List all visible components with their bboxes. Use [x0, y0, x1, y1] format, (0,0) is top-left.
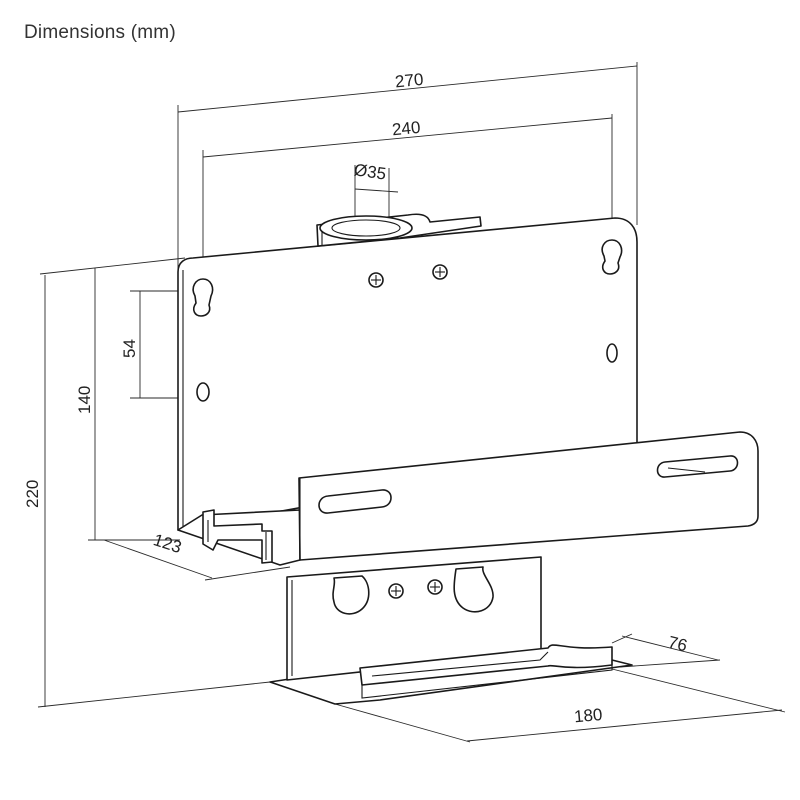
- label-depth-base: 76: [666, 632, 689, 655]
- label-pole-diameter: Ø35: [353, 160, 387, 183]
- back-plate: [177, 217, 638, 531]
- label-height-plate: 140: [75, 386, 94, 414]
- label-hole-spacing: 54: [120, 339, 139, 358]
- shelf-front-lip: [298, 431, 759, 561]
- pole-clamp: [316, 213, 482, 247]
- slot-right: [606, 343, 618, 363]
- shelf-slot-right: [656, 455, 739, 478]
- keyhole-top-left: [192, 278, 214, 317]
- slot-left: [196, 382, 210, 402]
- screw-icon-top-left: [368, 272, 384, 288]
- screw-icon-top-right: [432, 264, 448, 280]
- shelf-slot-left: [318, 489, 392, 514]
- screw-icon-base-left: [388, 583, 404, 599]
- keyhole-slot-right: [453, 566, 494, 613]
- keyhole-slot-left: [332, 575, 370, 615]
- label-width-base: 180: [573, 705, 603, 726]
- label-depth-shelf: 123: [151, 530, 184, 557]
- label-width-holes: 240: [391, 118, 421, 140]
- page-title: Dimensions (mm): [24, 22, 176, 43]
- screw-icon-base-right: [427, 579, 443, 595]
- dimension-labels: 270 240 Ø35 54 140 220 123 76 180: [23, 70, 689, 727]
- shelf-tab-left: [202, 509, 273, 564]
- shelf: [177, 431, 759, 566]
- base-mount: [269, 556, 633, 705]
- label-height-total: 220: [23, 480, 42, 508]
- label-width-outer: 270: [394, 70, 424, 92]
- keyhole-top-right: [601, 239, 623, 275]
